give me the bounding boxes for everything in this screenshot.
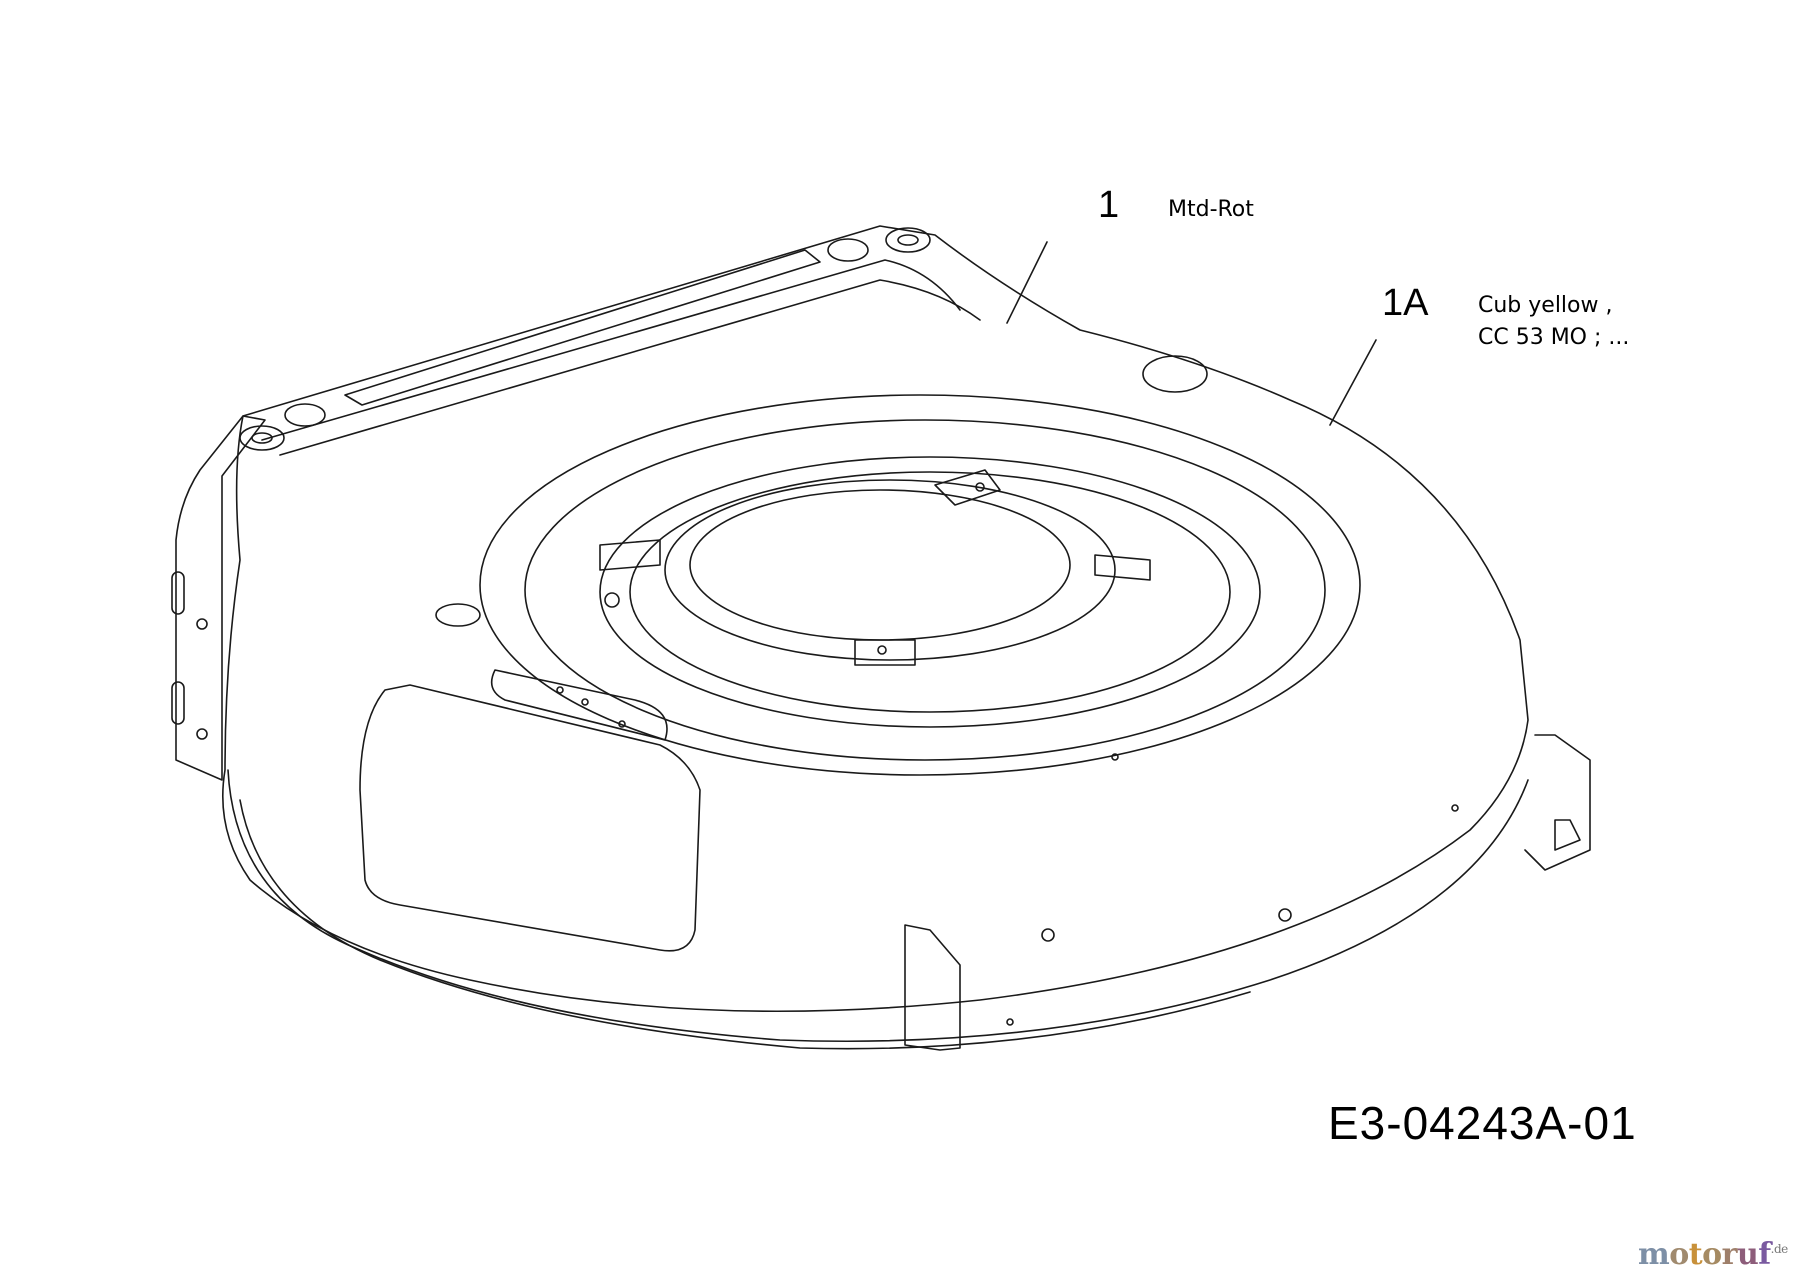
dome-ring-outer xyxy=(479,394,1361,776)
watermark-letter: o xyxy=(1702,1237,1722,1272)
callout-1-number: 1 xyxy=(1098,184,1120,226)
watermark-logo: motoruf.de xyxy=(1638,1237,1788,1272)
center-hole xyxy=(689,489,1071,641)
watermark-tld: .de xyxy=(1770,1242,1789,1256)
watermark-letter: f xyxy=(1758,1237,1771,1272)
callout-1a-note-line-1: Cub yellow , xyxy=(1478,293,1613,318)
chute-plate xyxy=(490,669,668,741)
motor-mount-ring xyxy=(664,479,1116,661)
callout-1a-note-line-2: CC 53 MO ; ... xyxy=(1478,325,1630,350)
leader-line-1 xyxy=(1006,241,1048,324)
mount-tab xyxy=(854,639,916,666)
callout-1-note: Mtd-Rot xyxy=(1168,197,1254,222)
watermark-letter: o xyxy=(1669,1237,1689,1272)
callout-1a-number: 1A xyxy=(1382,282,1429,324)
watermark-letter: t xyxy=(1688,1237,1703,1272)
right-bracket xyxy=(1524,734,1591,871)
top-rail xyxy=(344,249,821,406)
discharge-chute xyxy=(359,684,701,952)
front-bracket xyxy=(904,924,961,1051)
drawing-code: E3-04243A-01 xyxy=(1328,1097,1637,1149)
watermark-letter: m xyxy=(1638,1237,1670,1272)
mount-tab xyxy=(934,469,1001,506)
watermark-letter: u xyxy=(1736,1237,1759,1272)
leader-line-1a xyxy=(1329,339,1377,426)
left-bracket xyxy=(175,415,266,781)
deck-outline xyxy=(222,225,1529,1013)
watermark-letter: r xyxy=(1721,1237,1738,1272)
mount-tab xyxy=(1094,554,1151,581)
deck-skirt xyxy=(227,769,1529,1043)
mount-tab xyxy=(599,539,661,571)
